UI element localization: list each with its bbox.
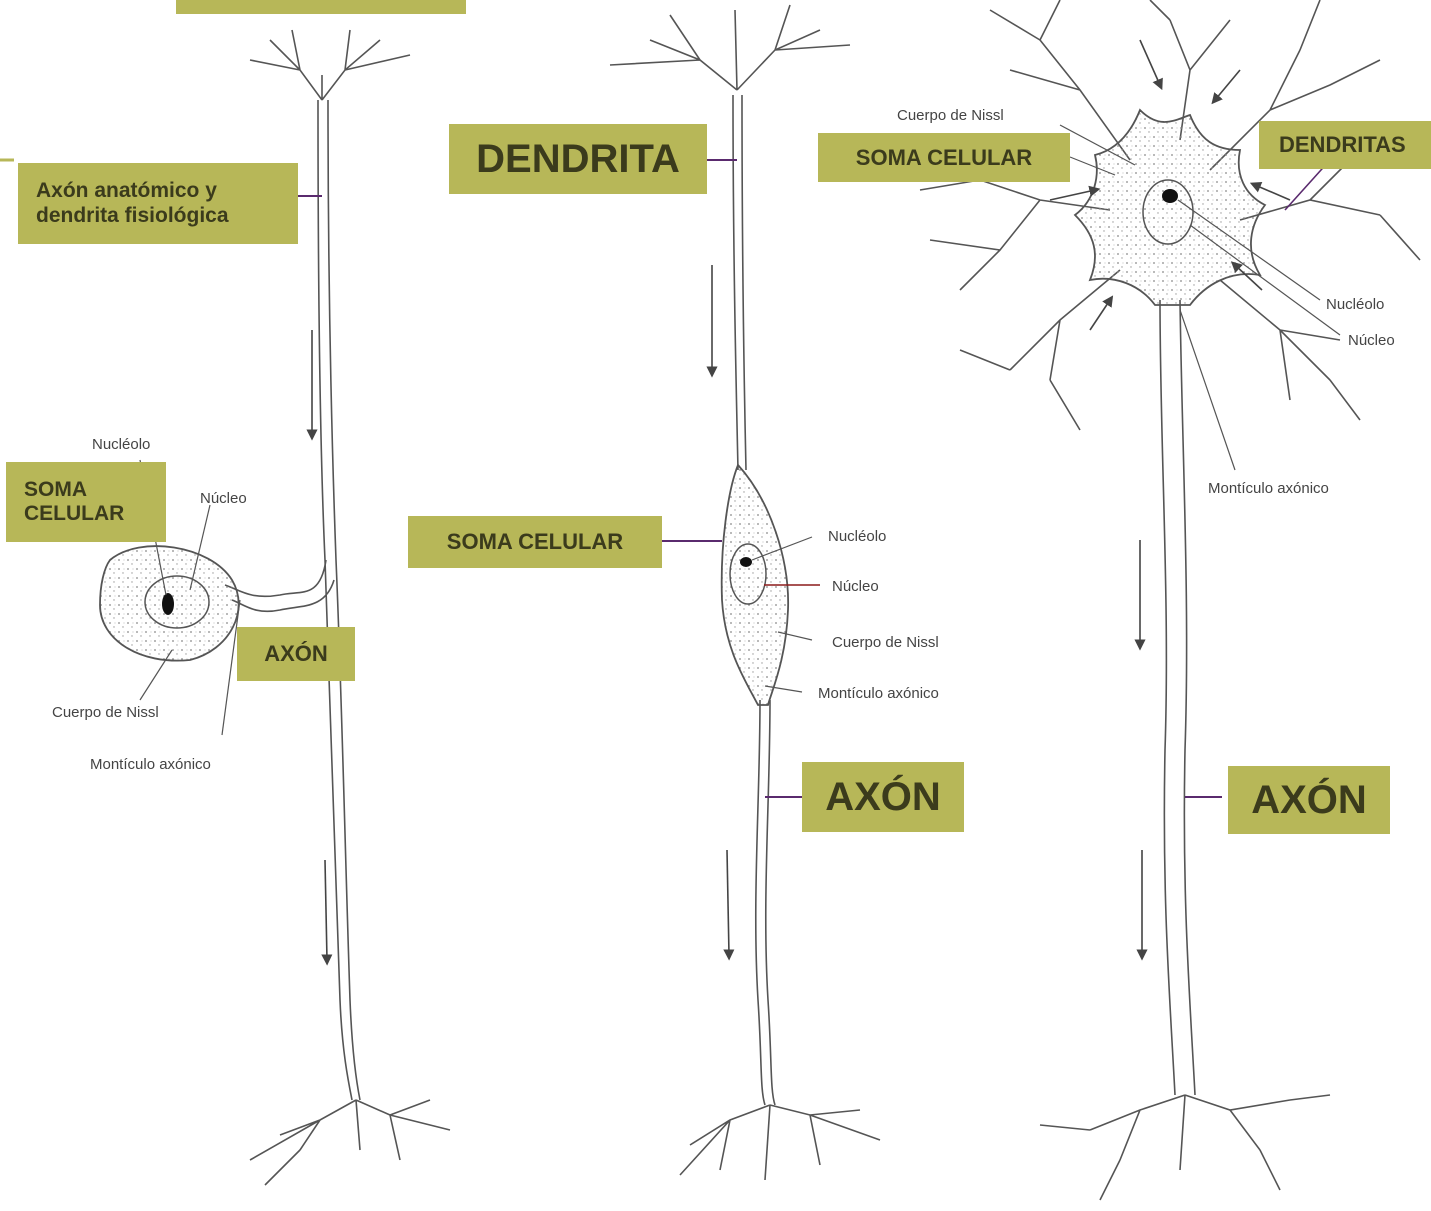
neuron-2-arrow-lower xyxy=(727,850,729,955)
neuron-3-arrow-6 xyxy=(1090,300,1110,330)
neuron-2-label-nucleolo: Nucléolo xyxy=(828,528,886,545)
neuron-3-soma xyxy=(1075,110,1265,305)
neuron-2-box-axon: AXÓN xyxy=(802,762,964,832)
neuron-3-arrow-4 xyxy=(1050,190,1095,200)
neuron-3-arrow-2 xyxy=(1215,70,1240,100)
neuron-1-box-axon-dendrite: Axón anatómico y dendrita fisiológica xyxy=(18,163,298,244)
neuron-2-box-soma: SOMA CELULAR xyxy=(408,516,662,568)
neuron-2-label-monticulo: Montículo axónico xyxy=(818,685,939,702)
neuron-3-arrow-3 xyxy=(1255,185,1290,200)
neuron-1-nucleolus xyxy=(162,593,174,615)
neuron-3-box-axon: AXÓN xyxy=(1228,766,1390,834)
neuron-1-label-nucleolo: Nucléolo xyxy=(92,436,150,453)
neuron-1-label-nissl: Cuerpo de Nissl xyxy=(52,704,159,721)
neuron-2-label-nissl: Cuerpo de Nissl xyxy=(832,634,939,651)
neuron-3-label-nucleolo: Nucléolo xyxy=(1326,296,1384,313)
neuron-3-label-nucleo: Núcleo xyxy=(1348,332,1395,349)
neuron-2-box-dendrita: DENDRITA xyxy=(449,124,707,194)
neuron-2-label-nucleo: Núcleo xyxy=(832,578,879,595)
neuron-1-box-soma: SOMA CELULAR xyxy=(6,462,166,542)
neuron-2-nucleolus xyxy=(740,557,752,567)
neuron-3-arrow-1 xyxy=(1140,40,1160,85)
neuron-3-label-nissl: Cuerpo de Nissl xyxy=(897,107,1004,124)
neuron-3-leader-monticulo xyxy=(1180,310,1235,470)
top-partial-box xyxy=(176,0,466,14)
neuron-3-box-soma: SOMA CELULAR xyxy=(818,133,1070,182)
neuron-3-label-monticulo: Montículo axónico xyxy=(1208,480,1329,497)
neuron-1-arrow-lower xyxy=(325,860,327,960)
neuron-1-label-monticulo: Montículo axónico xyxy=(90,756,211,773)
neuron-3-nucleolus xyxy=(1162,189,1178,203)
neuron-3-box-dendritas: DENDRITAS xyxy=(1259,121,1431,169)
neuron-1-label-nucleo: Núcleo xyxy=(200,490,247,507)
neuron-1-box-axon: AXÓN xyxy=(237,627,355,681)
